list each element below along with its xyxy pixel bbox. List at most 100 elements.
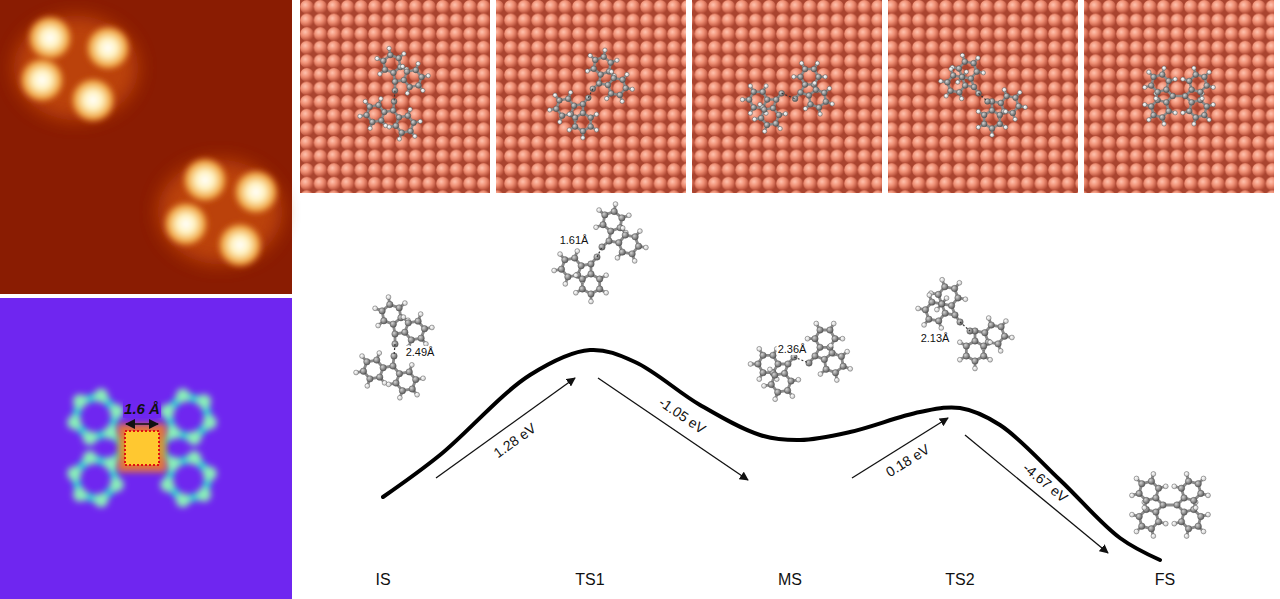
atom	[785, 361, 791, 367]
atom	[552, 268, 557, 273]
atom	[960, 53, 964, 57]
atom	[1211, 102, 1215, 106]
atom	[360, 354, 365, 359]
atom	[406, 369, 412, 375]
atom	[397, 137, 401, 141]
atom	[790, 394, 795, 399]
atom	[1170, 93, 1176, 99]
bond-distance: 2.49Å	[405, 346, 436, 358]
atom	[740, 97, 744, 101]
atom	[598, 72, 604, 78]
atom	[416, 62, 420, 66]
atom	[1155, 485, 1161, 491]
atom	[588, 271, 594, 277]
atom	[622, 232, 628, 238]
center-glow	[118, 424, 166, 472]
atom	[845, 349, 850, 354]
atom	[1134, 476, 1139, 481]
molecule	[939, 53, 1028, 137]
atom	[988, 340, 993, 345]
atom	[580, 110, 586, 116]
distance-dash	[597, 247, 602, 257]
atom	[1160, 502, 1166, 508]
atom	[1189, 99, 1195, 105]
atom	[968, 76, 974, 82]
atom	[940, 277, 945, 282]
atom	[827, 327, 833, 333]
atom	[1204, 104, 1210, 110]
atom	[402, 329, 408, 335]
atom	[197, 394, 211, 408]
atom	[605, 82, 611, 88]
atom	[812, 353, 818, 359]
atom	[957, 357, 962, 362]
atom	[784, 387, 790, 393]
cu-slab	[692, 0, 882, 193]
atom	[401, 315, 406, 320]
atom	[1163, 87, 1169, 93]
atom	[203, 466, 217, 480]
atom	[596, 286, 602, 292]
atom	[381, 318, 387, 324]
atom	[751, 89, 757, 95]
atom	[405, 320, 411, 326]
atom	[748, 84, 752, 88]
atom	[1147, 70, 1151, 74]
atom	[829, 350, 835, 356]
atom	[1172, 484, 1177, 489]
distance-dash	[394, 91, 396, 102]
atom	[387, 46, 391, 50]
atom	[418, 119, 422, 123]
atom	[611, 75, 617, 81]
atom	[580, 128, 586, 134]
state-label: IS	[375, 571, 390, 589]
atom	[83, 451, 97, 465]
atom	[796, 377, 801, 382]
atom	[956, 66, 962, 72]
distance-dash	[782, 93, 796, 98]
slab-panels	[300, 0, 1274, 193]
atom	[1195, 523, 1201, 529]
atom	[609, 70, 613, 74]
atom	[381, 109, 387, 115]
atom	[1010, 110, 1016, 116]
atom	[942, 284, 948, 290]
atom	[960, 97, 964, 101]
atom	[381, 58, 387, 64]
atom	[635, 243, 641, 249]
atom	[1184, 472, 1189, 477]
molecule	[552, 202, 649, 304]
atom	[776, 112, 782, 118]
atom	[407, 84, 413, 90]
atom	[1018, 90, 1022, 94]
atom	[378, 118, 384, 124]
atom	[613, 202, 618, 207]
atom	[403, 301, 408, 306]
atom	[949, 67, 953, 71]
step-arrow	[598, 378, 748, 480]
atom	[1181, 77, 1185, 81]
atom	[1173, 111, 1177, 115]
atom	[1163, 99, 1169, 105]
atom	[772, 372, 778, 378]
atom	[1003, 109, 1007, 113]
atom	[419, 74, 425, 80]
atom	[110, 404, 124, 418]
atom	[761, 107, 767, 113]
atom	[770, 105, 776, 111]
atom	[948, 88, 954, 94]
atom	[1139, 481, 1145, 487]
atom	[927, 293, 932, 298]
atom	[1206, 512, 1211, 517]
atom	[981, 71, 985, 75]
atom	[160, 404, 174, 418]
atom	[751, 105, 757, 111]
distance-dash	[979, 93, 988, 101]
atom	[1162, 66, 1166, 70]
atom	[972, 338, 978, 344]
atom	[413, 67, 419, 73]
atom	[989, 126, 995, 132]
atom	[1181, 111, 1185, 115]
atom	[176, 389, 190, 403]
